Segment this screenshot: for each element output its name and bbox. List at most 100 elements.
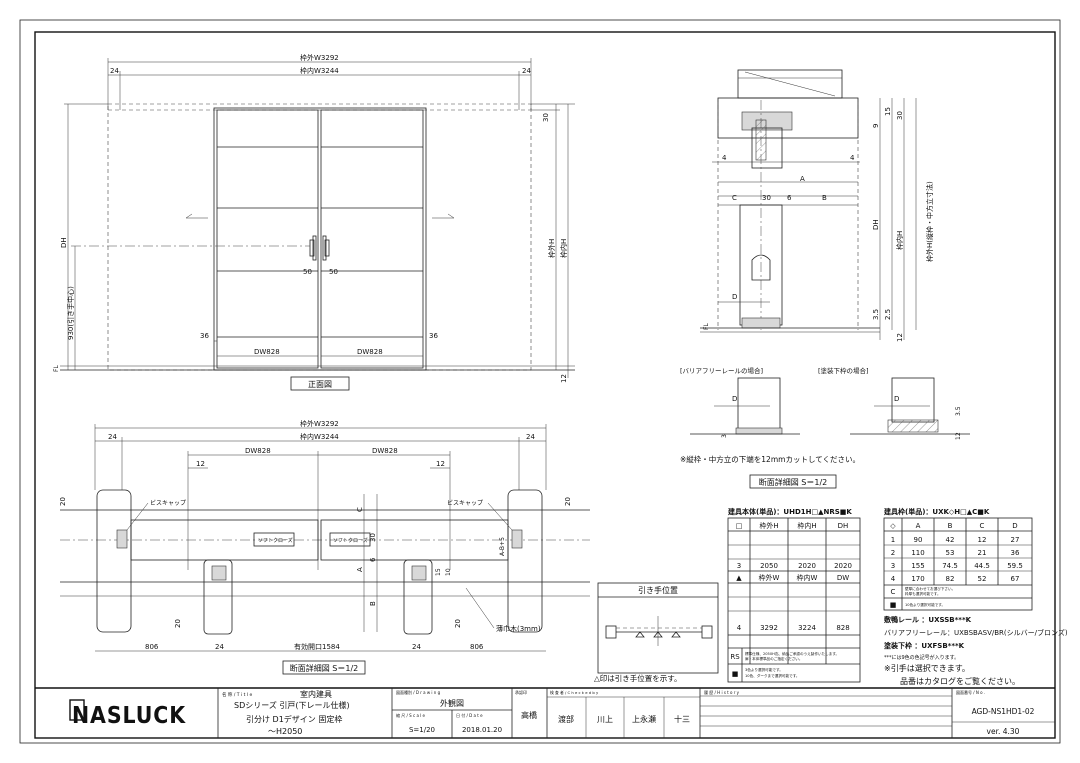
scale-label: 縮 尺 / S c a l e bbox=[396, 712, 426, 718]
front-dim-12: 12 bbox=[560, 374, 568, 383]
t2-r1-c3: 21 bbox=[978, 549, 987, 557]
approve-value: 高橋 bbox=[521, 710, 537, 720]
table-frame: 建具枠(単品)：UXK◇H□▲C■K ◇ A B C D 1 90 42 12 … bbox=[883, 507, 1033, 611]
parts-line-6: 品番はカタログをご覧ください。 bbox=[900, 676, 1020, 686]
table2-title: 建具枠(単品)：UXK◇H□▲C■K bbox=[884, 507, 990, 516]
t2-r0-c3: 12 bbox=[978, 536, 987, 544]
paint-frame-label: [塗装下枠の場合] bbox=[818, 366, 869, 375]
barrier-dim-d: D bbox=[732, 395, 737, 403]
t1-h-0: □ bbox=[736, 522, 743, 530]
t2-r0-c2: 42 bbox=[946, 536, 955, 544]
plan-dim-20-c: 20 bbox=[174, 619, 182, 628]
table-body: 建具本体(単品)：UHD1H□▲NRS■K □ 枠外H 枠内H DH 3 205… bbox=[727, 507, 861, 683]
plan-dim-24-right: 24 bbox=[526, 433, 535, 441]
section-dim-3-5: 3.5 bbox=[872, 309, 880, 320]
t2-r3-c4: 67 bbox=[1011, 575, 1020, 583]
t1-rs-note: 標準仕様、2050H迄、納品ご承認のうえ製作いたします。 bbox=[745, 651, 839, 656]
t1-r2b-c0: 4 bbox=[737, 624, 742, 632]
section-dim-4-left: 4 bbox=[722, 154, 727, 162]
front-dim-24-left: 24 bbox=[110, 67, 119, 75]
t2-r0-c1: 90 bbox=[914, 536, 923, 544]
section-dim-d: D bbox=[732, 293, 737, 301]
pull-position-title: 引き手位置 bbox=[638, 585, 678, 595]
plan-dim-inner-w: 枠内W3244 bbox=[300, 432, 339, 441]
plan-dim-12-right: 12 bbox=[436, 460, 445, 468]
left-handle bbox=[309, 239, 315, 257]
section-dim-2-5: 2.5 bbox=[884, 309, 892, 320]
t2-r1-c4: 36 bbox=[1011, 549, 1020, 557]
parts-notes: 敷鴨レール ：UXSSB***K バリアフリーレール：UXBSBASV/BR(シ… bbox=[884, 615, 1068, 686]
front-dim-50-right: 50 bbox=[329, 268, 338, 276]
company-logo: NASLUCK bbox=[72, 703, 186, 729]
slide-arrow-right-icon bbox=[432, 213, 455, 219]
front-view-caption: 正面図 bbox=[308, 380, 332, 389]
check-value-1: 渡部 bbox=[558, 714, 574, 724]
drawing-value: 外観図 bbox=[440, 698, 464, 708]
table1-title: 建具本体(単品)：UHD1H□▲NRS■K bbox=[728, 507, 852, 516]
plan-screw-cap-left: ビスキャップ bbox=[150, 499, 186, 507]
section-dim-30: 30 bbox=[762, 194, 771, 202]
parts-line-3: 塗装下枠 ：UXFSB***K bbox=[884, 641, 965, 650]
check-value-3: 上永瀬 bbox=[632, 714, 656, 724]
plan-screw-cap-right: ビスキャップ bbox=[447, 499, 483, 507]
front-dim-dw-left: DW828 bbox=[254, 348, 280, 356]
t2-r0-c0: 1 bbox=[891, 536, 895, 544]
title-sub3: ～H2050 bbox=[268, 727, 302, 736]
plan-dim-15: 15 bbox=[435, 568, 442, 576]
t2-r2-c0: 3 bbox=[891, 562, 895, 570]
t2-sq-label: ■ bbox=[890, 601, 897, 609]
section-dim-6: 6 bbox=[787, 194, 792, 202]
plan-dim-24-bottom-right: 24 bbox=[412, 643, 421, 651]
plan-dim-6: 6 bbox=[369, 557, 377, 562]
t2-h-1: A bbox=[916, 522, 921, 530]
plan-dim-806-right: 806 bbox=[470, 643, 484, 651]
t2-c-note2: 枠厚も選択可能です。 bbox=[905, 591, 941, 596]
history-label: 履 歴 / H i s t o r y bbox=[704, 689, 740, 695]
paint-dim-d: D bbox=[894, 395, 899, 403]
left-jamb bbox=[96, 489, 132, 633]
front-fl-label: FL bbox=[53, 365, 60, 372]
plan-dim-24-left: 24 bbox=[108, 433, 117, 441]
front-dim-outer-h: 枠外H bbox=[547, 239, 556, 258]
plan-thin-wood: 薄巾木(3mm) bbox=[496, 624, 541, 633]
plan-view-caption: 断面詳細図 S＝1/2 bbox=[290, 663, 359, 673]
plan-dim-806-left: 806 bbox=[145, 643, 159, 651]
section-dim-inner-h: 枠内H bbox=[895, 231, 904, 250]
t1-rs-note2: 扉・本体標準品のご指定ください。 bbox=[745, 656, 803, 661]
t2-r2-c2: 74.5 bbox=[942, 562, 958, 570]
t1-r2b-c1: 3292 bbox=[760, 624, 778, 632]
parts-line-4: ***には9色の色記号が入ります。 bbox=[884, 654, 959, 661]
t2-c-label: C bbox=[891, 588, 896, 596]
head-frame bbox=[717, 97, 859, 139]
right-door-panel bbox=[320, 109, 424, 369]
t2-h-2: B bbox=[948, 522, 953, 530]
plan-effective-opening: 有効開口1584 bbox=[294, 642, 340, 651]
t1-h2-1: 枠外W bbox=[759, 573, 780, 582]
date-label: 日 付 / D a t e bbox=[456, 712, 483, 718]
t1-h-1: 枠外H bbox=[759, 521, 778, 530]
t2-h-3: C bbox=[980, 522, 985, 530]
section-dim-30-top: 30 bbox=[896, 111, 904, 120]
section-dim-4-right: 4 bbox=[850, 154, 855, 162]
section-view: 4 4 A C 30 6 B D FL 9 15 30 DH 枠内H 枠外H(縦… bbox=[680, 69, 970, 489]
right-jamb bbox=[507, 489, 543, 633]
title-label: 名 称 / T i t l e bbox=[222, 691, 253, 698]
plan-dim-20-a: 20 bbox=[59, 497, 67, 506]
t2-h-0: ◇ bbox=[890, 522, 896, 530]
t1-h2-3: DW bbox=[837, 574, 849, 582]
section-dim-a: A bbox=[800, 175, 805, 183]
section-dim-15: 15 bbox=[884, 107, 892, 116]
plan-dim-c: C bbox=[356, 507, 364, 512]
front-dim-36-left: 36 bbox=[200, 332, 209, 340]
outer-border bbox=[19, 19, 1061, 744]
front-dim-50-left: 50 bbox=[303, 268, 312, 276]
check-value-2: 川上 bbox=[597, 715, 613, 724]
section-dim-9: 9 bbox=[872, 124, 880, 128]
right-post bbox=[403, 559, 433, 635]
slide-arrow-left-icon bbox=[185, 213, 208, 219]
front-dim-930: 930(引き手中心) bbox=[66, 286, 75, 340]
section-view-caption: 断面詳細図 S＝1/2 bbox=[759, 477, 828, 487]
t1-r2-c1: 2050 bbox=[760, 562, 778, 570]
